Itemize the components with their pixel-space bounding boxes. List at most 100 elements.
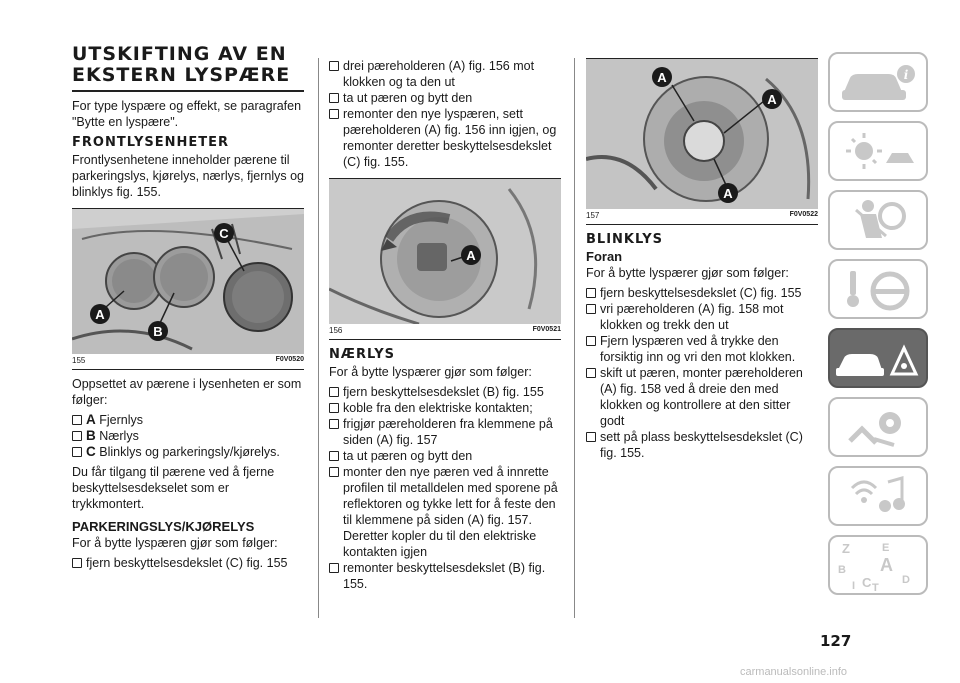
tab-car-info[interactable]: i: [828, 52, 928, 112]
section-heading: NÆRLYS: [329, 347, 396, 362]
list-item: fjern beskyttelsesdekslet (B) fig. 155: [329, 384, 561, 400]
column-divider: [574, 58, 575, 618]
checkbox-icon: [72, 558, 82, 568]
callout-a: A: [95, 307, 105, 322]
warning-car-icon: [836, 344, 919, 376]
index-letter: A: [880, 555, 893, 575]
checkbox-icon: [329, 403, 339, 413]
index-letter: B: [838, 564, 846, 576]
chapter-tabs: i: [828, 52, 928, 604]
checkbox-icon: [586, 304, 596, 314]
callout-a: A: [466, 248, 476, 263]
footer-watermark: carmanualsonline.info: [740, 666, 848, 678]
checkbox-icon: [329, 387, 339, 397]
figure-number: 156: [329, 326, 343, 335]
tab-multimedia[interactable]: [828, 466, 928, 526]
multimedia-icon: [850, 476, 905, 512]
checkbox-icon: [72, 431, 82, 441]
checkbox-icon: [72, 447, 82, 457]
list-item: A Fjernlys: [72, 412, 304, 428]
figure-caption: 156 F0V0521: [329, 324, 561, 340]
figure-number: 157: [586, 211, 600, 220]
page-title-line1: UTSKIFTING AV EN: [72, 43, 287, 65]
figure-156: A 156 F0V0521: [329, 178, 561, 340]
tab-emergency[interactable]: [828, 328, 928, 388]
checkbox-icon: [329, 61, 339, 71]
headlamp-rear-illustration: A B C: [72, 209, 304, 354]
car-info-icon: i: [842, 65, 915, 100]
figure-caption: 155 F0V0520: [72, 354, 304, 370]
list-item: remonter den nye lyspæren, sett pærehold…: [329, 106, 561, 170]
intro-text: For type lyspære og effekt, se paragrafe…: [72, 99, 302, 129]
column-divider: [318, 58, 319, 618]
figure-caption: 157 F0V0522: [586, 209, 818, 225]
list-item: skift ut pæren, monter pæreholderen (A) …: [586, 365, 818, 429]
column-3: A A A 157 F0V0522 BLINKLYS Foran For å b…: [586, 58, 818, 461]
list-item: frigjør pæreholderen fra klemmene på sid…: [329, 416, 561, 448]
section-intro: For å bytte lyspærer gjør som følger:: [586, 266, 789, 280]
callout-b: B: [153, 324, 162, 339]
list-item: fjern beskyttelsesdekslet (C) fig. 155: [586, 285, 818, 301]
callout-a: A: [723, 186, 733, 201]
index-letter: I: [852, 580, 855, 592]
index-letter: C: [862, 575, 872, 590]
checkbox-icon: [586, 336, 596, 346]
index-letter: D: [902, 574, 910, 586]
turn-signal-illustration: A A A: [586, 59, 818, 209]
callout-c: C: [219, 226, 229, 241]
figure-157: A A A 157 F0V0522: [586, 58, 818, 225]
checkbox-icon: [329, 451, 339, 461]
figure-155: A B C 155 F0V0520: [72, 208, 304, 370]
section-intro: For å bytte lyspærer gjør som følger:: [329, 365, 532, 379]
callout-a: A: [767, 92, 777, 107]
index-letter: E: [882, 542, 889, 554]
list-item: vri pæreholderen (A) fig. 158 mot klokke…: [586, 301, 818, 333]
section-heading: FRONTLYSENHETER: [72, 135, 230, 150]
alphabetical-index-icon: Z E B A I C T D: [838, 541, 910, 593]
page-title-line2: EKSTERN LYSPÆRE: [72, 65, 304, 92]
list-item: drei pæreholderen (A) fig. 156 mot klokk…: [329, 58, 561, 90]
list-item: monter den nye pæren ved å innrette prof…: [329, 464, 561, 560]
list-item: ta ut pæren og bytt den: [329, 90, 561, 106]
key-steering-icon: [847, 271, 910, 311]
figure-code: F0V0522: [789, 211, 818, 218]
section-heading: BLINKLYS: [586, 232, 664, 247]
section-text: Frontlysenhetene inneholder pærene til p…: [72, 153, 305, 199]
figure-code: F0V0521: [532, 326, 561, 333]
page-number: 127: [820, 632, 852, 650]
list-item: sett på plass beskyttelsesdekslet (C) fi…: [586, 429, 818, 461]
list-item: B Nærlys: [72, 428, 304, 444]
list-item: Fjern lyspæren ved å trykke den forsikti…: [586, 333, 818, 365]
checkbox-icon: [586, 288, 596, 298]
sub-heading: PARKERINGSLYS/KJØRELYS: [72, 519, 255, 534]
layout-text: Oppsettet av pærene i lysenheten er som …: [72, 377, 302, 407]
checkbox-icon: [586, 432, 596, 442]
tab-starting-driving[interactable]: [828, 259, 928, 319]
tab-maintenance[interactable]: [828, 397, 928, 457]
access-text: Du får tilgang til pærene ved å fjerne b…: [72, 465, 275, 511]
index-letter: Z: [842, 541, 850, 556]
checkbox-icon: [586, 368, 596, 378]
dashboard-lights-icon: [846, 133, 914, 169]
column-1: UTSKIFTING AV EN EKSTERN LYSPÆRE For typ…: [72, 44, 304, 571]
svg-text:i: i: [904, 68, 909, 82]
tab-index[interactable]: Z E B A I C T D: [828, 535, 928, 595]
checkbox-icon: [329, 563, 339, 573]
sub-intro: For å bytte lyspæren gjør som følger:: [72, 536, 278, 550]
list-item: remonter beskyttelsesdekslet (B) fig. 15…: [329, 560, 561, 592]
checkbox-icon: [329, 467, 339, 477]
tab-safety[interactable]: [828, 190, 928, 250]
figure-code: F0V0520: [275, 356, 304, 363]
bulb-holder-illustration: A: [329, 179, 561, 324]
figure-number: 155: [72, 356, 86, 365]
index-letter: T: [872, 582, 879, 593]
tab-dashboard-lights[interactable]: [828, 121, 928, 181]
column-2: drei pæreholderen (A) fig. 156 mot klokk…: [329, 58, 561, 592]
section-subheading: Foran: [586, 249, 623, 264]
maintenance-icon: [848, 412, 901, 447]
list-item: C Blinklys og parkeringsly/kjørelys.: [72, 444, 304, 460]
checkbox-icon: [72, 415, 82, 425]
checkbox-icon: [329, 93, 339, 103]
list-item: ta ut pæren og bytt den: [329, 448, 561, 464]
list-item: koble fra den elektriske kontakten;: [329, 400, 561, 416]
